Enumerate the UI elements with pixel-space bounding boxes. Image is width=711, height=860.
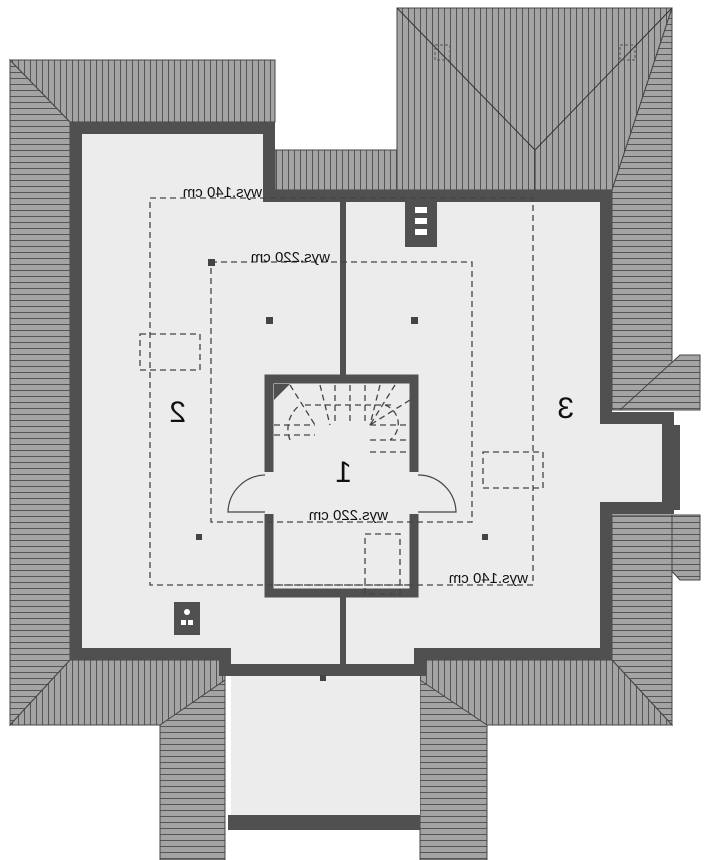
skylight-outline [139,333,201,371]
roof-window-marker [619,44,636,61]
entrance-wall [228,815,420,830]
posts [196,259,488,681]
height-label: wys.220 cm [251,249,331,266]
roof-top-middle [274,149,398,191]
chimney-flue [174,602,200,635]
room-number-3: 3 [557,392,574,425]
roof-window-marker [434,44,451,61]
room-number-1: 1 [335,456,352,489]
partition-wall-top [340,196,346,376]
stair-hall [227,374,457,598]
entrance-area [231,676,420,816]
height-zone-140 [149,197,534,586]
gable-wall-right [662,425,680,510]
stairs [274,384,411,453]
partition-wall-bottom [340,597,346,670]
roof-left [9,58,71,727]
room-number-2: 2 [169,396,186,429]
skylight-outline [482,451,544,489]
height-label: wys.140 cm [183,184,263,201]
chimney-vent [405,197,437,247]
dormer-roof-bottom-left [159,679,226,860]
height-zone-220 [210,261,473,523]
height-label: wys.140 cm [449,570,529,587]
dormer-roof-right-top [618,354,701,411]
height-label: wys.220 cm [309,507,389,524]
